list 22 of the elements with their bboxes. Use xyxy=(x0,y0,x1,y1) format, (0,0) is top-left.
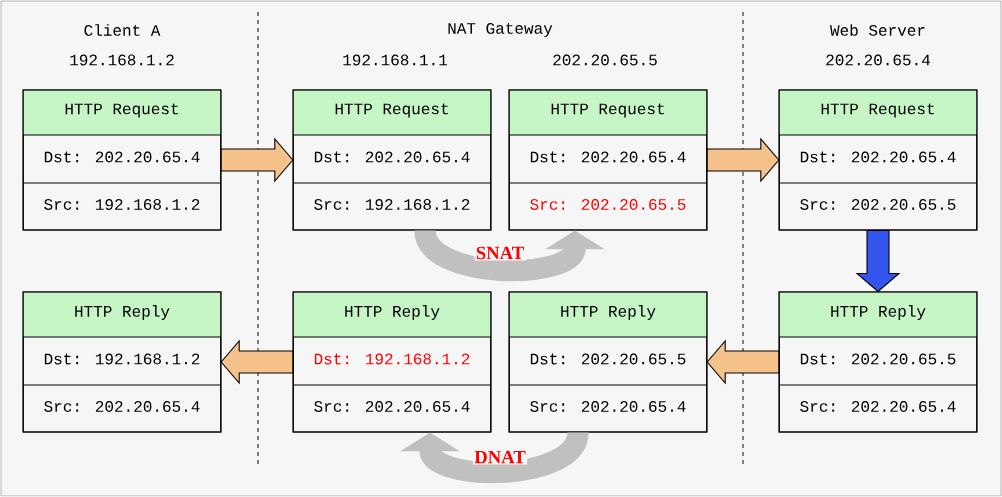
edge-label: DNAT xyxy=(472,449,528,465)
packet-box: HTTP Request Dst: 202.20.65.4 Src: 192.168.1.2 xyxy=(22,89,222,231)
column-label: 202.20.65.5 xyxy=(553,54,657,66)
block-arrow xyxy=(706,137,780,183)
packet-box: HTTP Request Dst: 202.20.65.4 Src: 202.20.65.5 xyxy=(778,89,978,231)
column-label: 192.168.1.1 xyxy=(343,54,447,66)
block-arrow xyxy=(220,137,294,183)
packet-box: HTTP Request Dst: 202.20.65.4 Src: 192.168.1.2 xyxy=(292,89,492,231)
block-arrow xyxy=(220,339,294,385)
packet-box: HTTP Reply Dst: 202.20.65.5 Src: 202.20.65.4 xyxy=(778,291,978,433)
packet-box: HTTP Reply Dst: 202.20.65.5 Src: 202.20.65.4 xyxy=(508,291,708,433)
packet-box: HTTP Reply Dst: 192.168.1.2 Src: 202.20.65.4 xyxy=(292,291,492,433)
column-label: 202.20.65.4 xyxy=(826,54,930,66)
column-label: Client A xyxy=(84,24,161,36)
block-arrow xyxy=(706,339,780,385)
column-label: 192.168.1.2 xyxy=(70,54,174,66)
block-arrow xyxy=(855,230,901,293)
packet-box: HTTP Request Dst: 202.20.65.4 Src: 202.20.65.5 xyxy=(508,89,708,231)
column-label: NAT Gateway xyxy=(448,23,553,37)
edge-label: SNAT xyxy=(474,245,526,261)
column-label: Web Server xyxy=(830,24,925,36)
packet-box: HTTP Reply Dst: 192.168.1.2 Src: 202.20.65.4 xyxy=(22,291,222,433)
